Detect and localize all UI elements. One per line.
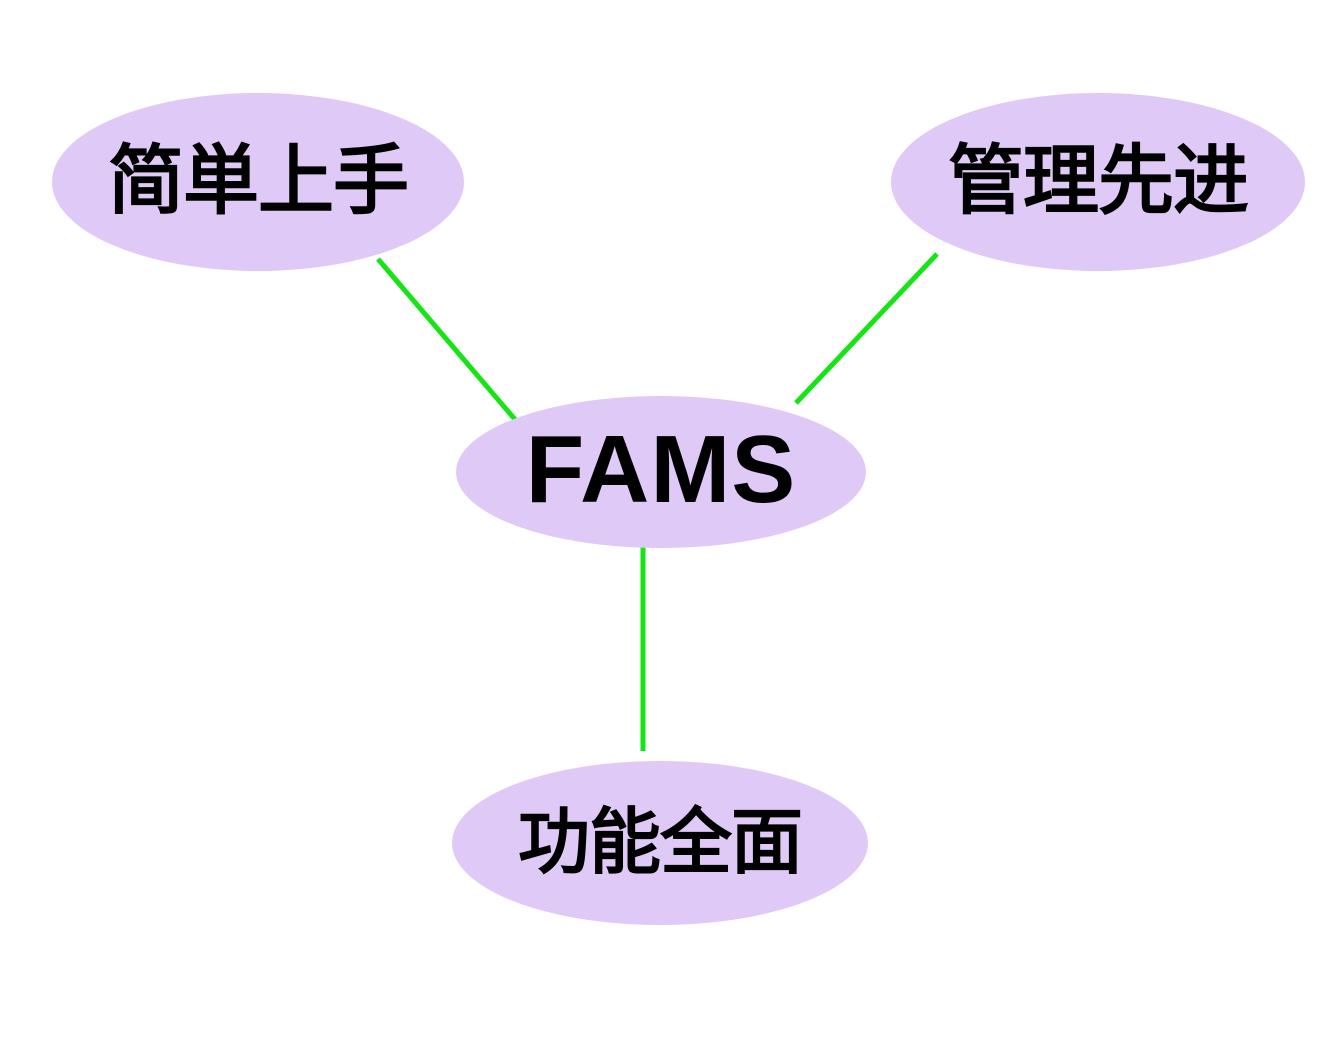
node-full-features-label: 功能全面	[517, 800, 803, 884]
connector-fams-to-advanced	[794, 252, 939, 405]
node-fams-center-label: FAMS	[525, 416, 797, 523]
node-advanced-management[interactable]: 管理先进	[891, 93, 1305, 271]
node-fams-center[interactable]: FAMS	[456, 396, 866, 548]
node-simple-usage-label: 简単上手	[108, 136, 409, 225]
node-full-features[interactable]: 功能全面	[452, 761, 868, 925]
node-advanced-management-label: 管理先进	[948, 136, 1249, 225]
node-simple-usage[interactable]: 简単上手	[52, 93, 464, 271]
connector-fams-to-simple	[376, 257, 520, 425]
